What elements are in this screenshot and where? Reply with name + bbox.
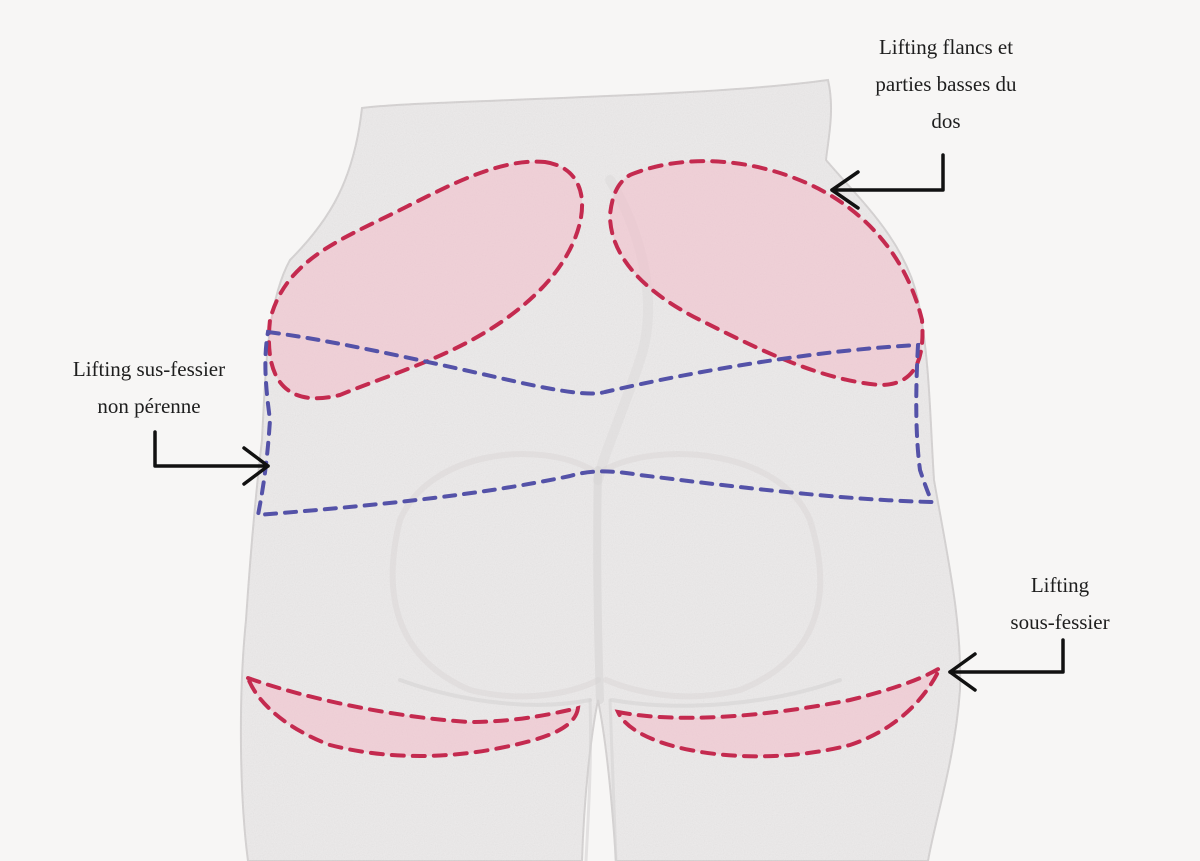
left-buttock-contour	[389, 451, 601, 700]
right-gluteal-fold	[610, 678, 842, 708]
label-line: dos	[931, 109, 961, 133]
right-buttock-contour	[601, 451, 824, 700]
label-line: sous-fessier	[1010, 610, 1110, 634]
label-line: parties basses du	[875, 72, 1017, 96]
label-supragluteal: Lifting sus-fessier non pérenne	[40, 351, 258, 425]
right-infragluteal-zone	[614, 662, 945, 759]
left-infragluteal-zone	[244, 674, 581, 758]
arrow-left-icon	[948, 638, 1065, 692]
label-line: Lifting sus-fessier	[72, 357, 226, 381]
arrow-right-icon	[153, 430, 270, 486]
gluteal-cleft	[593, 466, 604, 704]
thigh-gap	[584, 698, 618, 861]
label-line: Lifting	[1030, 573, 1090, 597]
label-line: non pérenne	[97, 394, 201, 418]
left-gluteal-fold	[398, 678, 592, 707]
supragluteal-zone	[255, 329, 936, 518]
left-flank-zone	[266, 159, 585, 401]
label-line: Lifting flancs et	[878, 35, 1014, 59]
label-infragluteal: Lifting sous-fessier	[985, 567, 1135, 641]
label-flanks-lower-back: Lifting flancs et parties basses du dos	[848, 29, 1044, 140]
right-flank-zone	[607, 159, 925, 388]
arrow-left-icon	[830, 153, 945, 210]
